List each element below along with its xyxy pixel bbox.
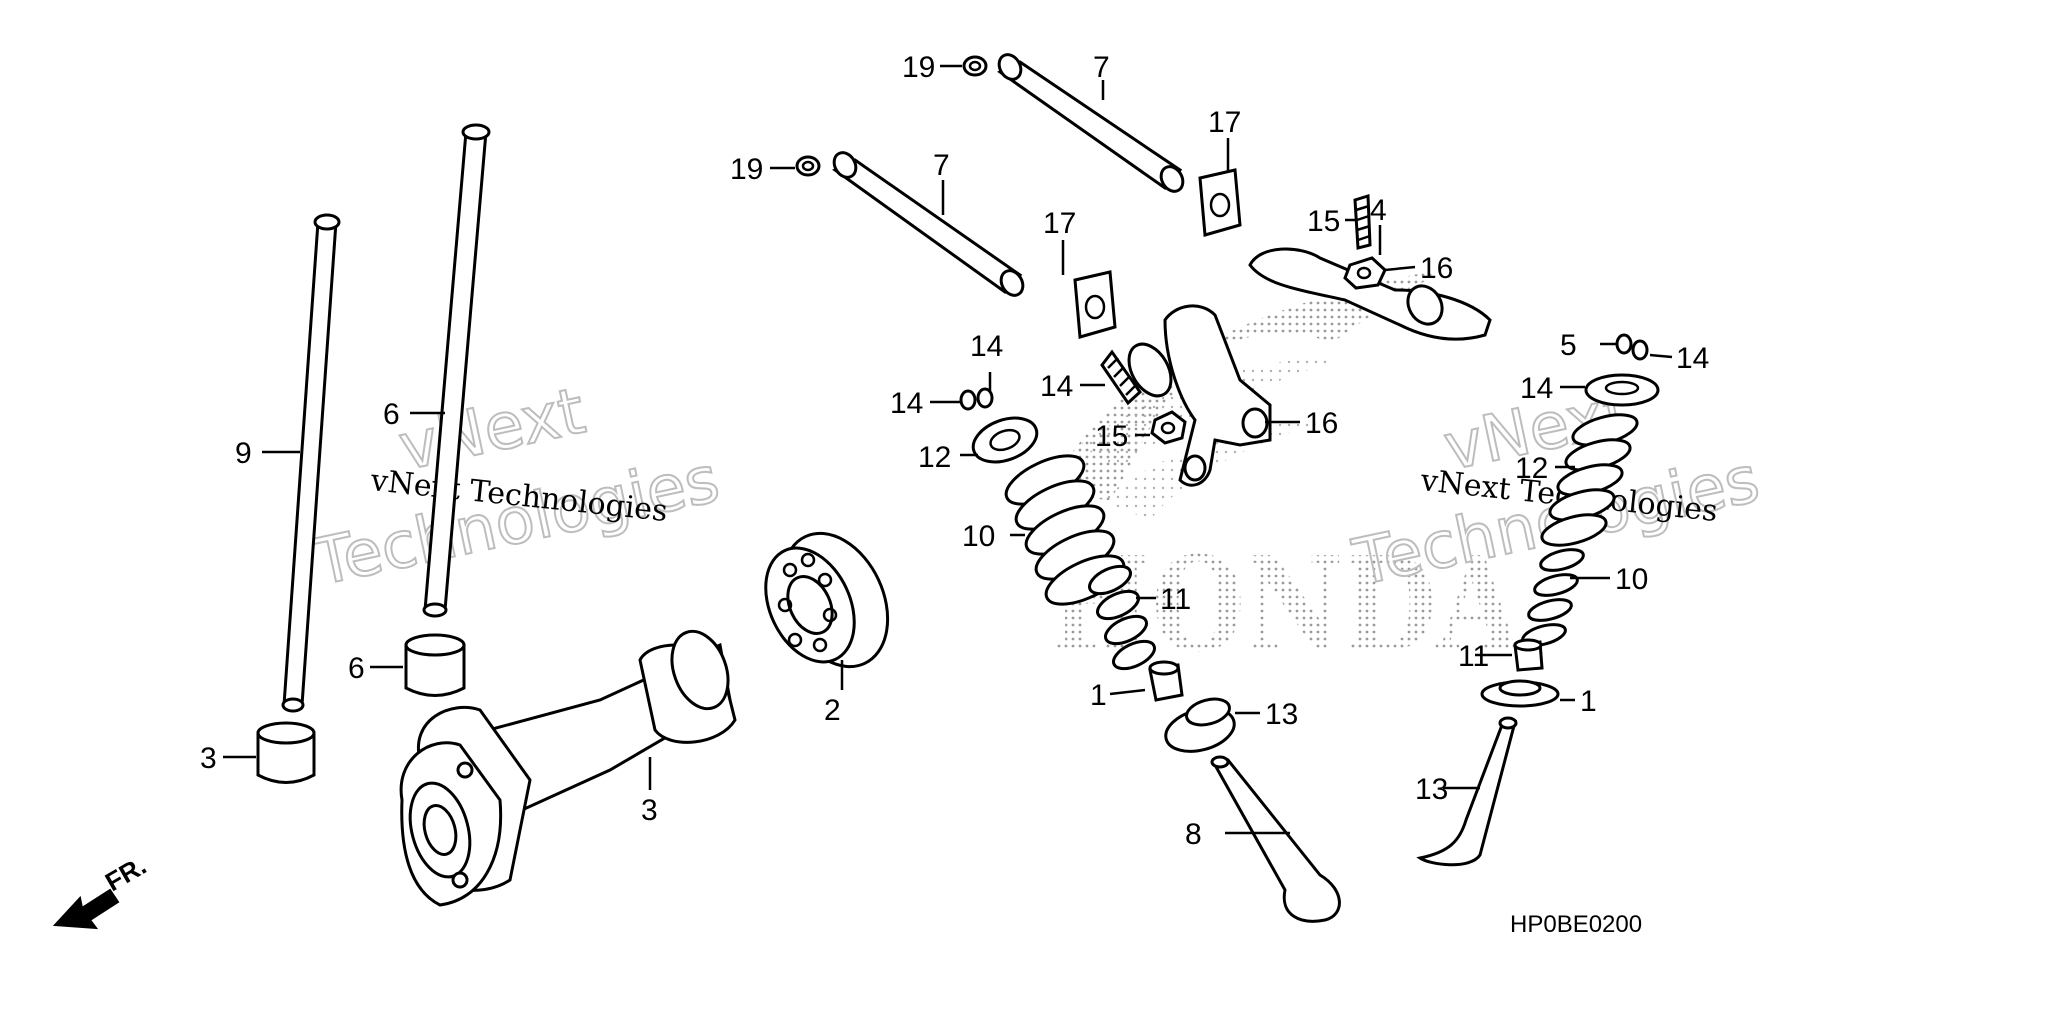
valve-left [1210, 755, 1341, 923]
push-rod-left [281, 213, 341, 713]
rocker-shaft-lower [832, 151, 1025, 297]
callout-16: 15 [1095, 420, 1128, 453]
wing-feather-1 [1080, 355, 1350, 470]
callout-15: 14 [1040, 370, 1073, 403]
shaft-plate-lower [1073, 270, 1117, 339]
callout-19: 19 [902, 51, 935, 84]
shaft-plate-upper [1198, 168, 1242, 237]
callout-13: 1 [1580, 685, 1597, 718]
callout-labels: 19 7 17 19 7 17 4 15 16 14 14 12 10 11 1… [200, 51, 1709, 851]
callout-12: 14 [1520, 372, 1553, 405]
stem-seal-right [1513, 638, 1544, 672]
washer-upper [962, 55, 988, 77]
wing-shape [1060, 270, 1440, 500]
callout-14: 14 [890, 387, 923, 420]
callout-2: 3 [641, 794, 658, 827]
callout-14: 5 [1560, 329, 1577, 362]
inner-valve-spring-left [1088, 564, 1156, 671]
adjust-screw-right [1353, 193, 1372, 250]
callout-15: 15 [1307, 205, 1340, 238]
leader-lines [223, 64, 1673, 835]
lock-nut-right [1343, 256, 1387, 290]
valve-cotters-left [959, 387, 994, 411]
outer-valve-spring-right [1540, 413, 1639, 547]
callout-1: 11 [1458, 640, 1489, 673]
rocker-arm-exhaust [1248, 247, 1492, 341]
valve-lifter-right [404, 633, 466, 697]
callout-6: 6 [383, 398, 400, 431]
callout-1: 1 [1090, 679, 1107, 712]
callout-10: 12 [1515, 452, 1548, 485]
callout-8: 13 [1415, 773, 1448, 806]
callout-5: 16 [1305, 407, 1338, 440]
wing-feather-2 [1100, 420, 1330, 520]
diagram-code: HP0BE0200 [1510, 911, 1642, 938]
callout-9: 8 [1185, 818, 1202, 851]
callout-3: 3 [200, 742, 217, 775]
callout-14: 14 [1676, 342, 1709, 375]
callout-16: 16 [1420, 252, 1453, 285]
front-label: FR. [100, 850, 151, 897]
callout-6: 9 [235, 437, 252, 470]
camshaft [399, 629, 737, 907]
spring-seat-left [1164, 697, 1236, 753]
outer-valve-spring-left [1004, 454, 1126, 606]
adjust-screw-left [1100, 349, 1142, 406]
callout-3: 6 [348, 652, 365, 685]
spring-seat-right [1480, 679, 1560, 708]
stem-seal-left [1148, 660, 1184, 702]
washer-lower [795, 155, 821, 177]
watermark-left: vNext Technologies vNext Technologies [306, 373, 727, 601]
callout-10: 10 [962, 520, 995, 553]
valve-right [1416, 716, 1518, 867]
callout-14: 14 [970, 330, 1003, 363]
callout-13: 13 [1265, 698, 1298, 731]
callout-18: 2 [824, 694, 841, 727]
spring-retainer-left [971, 416, 1039, 464]
front-arrow-icon [52, 888, 120, 930]
valve-lifter-left [256, 721, 316, 784]
camshaft-bearing [764, 531, 890, 669]
front-direction-indicator: FR. [52, 850, 151, 930]
spring-retainer-right [1584, 373, 1660, 407]
callout-7: 7 [933, 149, 950, 182]
valve-cotters-right [1615, 333, 1649, 361]
rocker-shaft-upper [997, 53, 1185, 193]
push-rod-right [422, 123, 491, 618]
callout-7: 7 [1093, 51, 1110, 84]
callout-19: 19 [730, 153, 763, 186]
callout-4: 4 [1370, 194, 1387, 227]
callout-17: 17 [1043, 207, 1076, 240]
callout-12: 12 [918, 441, 951, 474]
callout-11: 11 [1160, 583, 1191, 616]
callout-11: 10 [1615, 563, 1648, 596]
lock-nut-left [1150, 410, 1187, 445]
callout-17: 17 [1208, 106, 1241, 139]
